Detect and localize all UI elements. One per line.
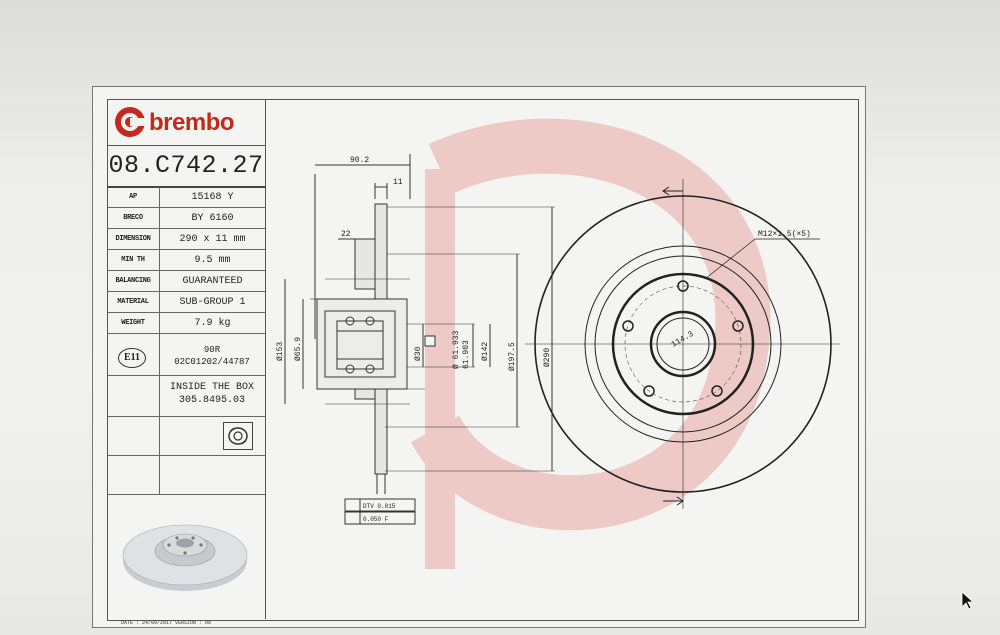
- brembo-logo-icon: [115, 107, 146, 137]
- brand-name: brembo: [149, 109, 235, 136]
- inside-box-row: INSIDE THE BOX 305.8495.03: [107, 376, 265, 417]
- spec-value: BY 6160: [159, 207, 265, 229]
- disc-preview-image: [122, 524, 248, 591]
- tolerance-dtv: DTV 0.015: [363, 503, 396, 510]
- spec-value: 7.9 kg: [159, 312, 265, 334]
- disc-section-view: [284, 154, 555, 525]
- dim-d61-lower: 61.903: [462, 340, 471, 369]
- inside-box-code: 305.8495.03: [178, 395, 245, 406]
- footer-date-version: DATE : 24/09/2017 VERSION : 00: [121, 620, 212, 626]
- dim-width-total: 90.2: [350, 156, 369, 165]
- empty-row: [107, 456, 265, 495]
- dim-d142: Ø142: [481, 342, 490, 361]
- dim-hub-depth: 22: [341, 230, 351, 239]
- spec-key: MIN TH: [107, 249, 160, 271]
- spec-key: WEIGHT: [107, 312, 160, 334]
- brand-logo-box: brembo: [107, 99, 265, 146]
- spec-value: SUB-GROUP 1: [159, 291, 265, 313]
- approval-number: 02C01202/44787: [174, 357, 250, 367]
- dim-d153: Ø153: [276, 342, 285, 361]
- approval-text: 90R 02C01202/44787: [159, 344, 265, 368]
- dim-d30: Ø30: [414, 346, 423, 361]
- drawing-frame: [107, 99, 859, 621]
- dim-d61-upper: Ø 61.933: [452, 330, 461, 369]
- part-number: 08.C742.27: [107, 146, 265, 188]
- inside-box-label: INSIDE THE BOX: [169, 382, 254, 393]
- spec-value: 15168 Y: [159, 187, 265, 208]
- approval-code: 90R: [203, 345, 221, 355]
- spec-key: AP: [107, 187, 160, 208]
- approval-row: E11 90R 02C01202/44787: [107, 341, 265, 376]
- bolt-kit-icon: [223, 422, 253, 450]
- spec-key: BRECO: [107, 207, 160, 229]
- mouse-cursor-icon: [961, 591, 975, 610]
- dim-d197-5: Ø197.5: [508, 342, 517, 371]
- spec-key: MATERIAL: [107, 291, 160, 313]
- spec-value: 9.5 mm: [159, 249, 265, 271]
- table-divider: [159, 187, 160, 495]
- brand-watermark: [410, 118, 771, 569]
- spec-key: DIMENSION: [107, 228, 160, 250]
- dim-d65-9: Ø65.9: [294, 337, 303, 361]
- dim-d290: Ø290: [543, 348, 552, 367]
- spec-value: 290 x 11 mm: [159, 228, 265, 250]
- accessory-row: [107, 417, 265, 456]
- dim-thread: M12×1.5(×5): [758, 230, 811, 239]
- spec-value: GUARANTEED: [159, 270, 265, 292]
- disc-front-view: [525, 179, 840, 509]
- tolerance-flatness: 0.050 F: [363, 516, 389, 523]
- technical-drawing: 90.2 11 22 Ø153 Ø65.9 Ø30 Ø 61.933 61.90…: [276, 118, 840, 569]
- ece-approval-badge: E11: [118, 348, 146, 368]
- dim-thickness: 11: [393, 178, 403, 187]
- spec-key: BALANCING: [107, 270, 160, 292]
